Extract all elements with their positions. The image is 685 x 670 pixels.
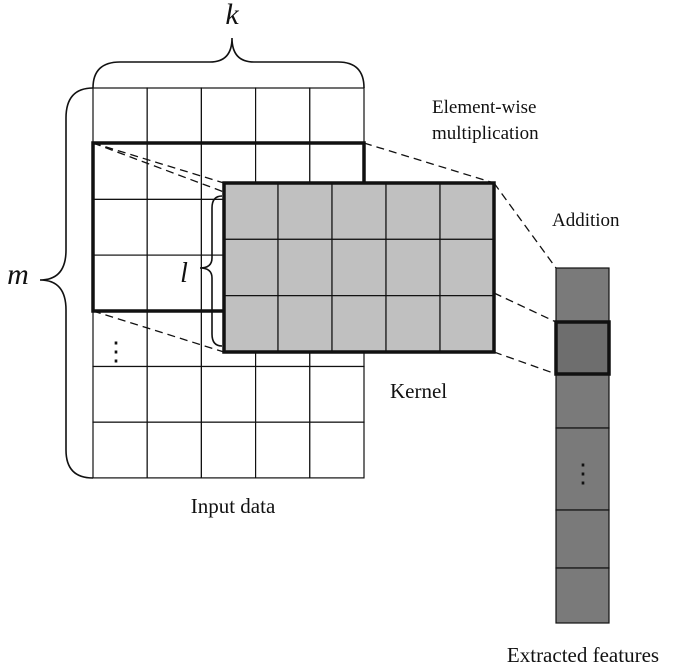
- kernel-cell: [331, 238, 387, 297]
- dashed-line-kernel-to-feature-top: [493, 292, 557, 323]
- input-cell: [146, 365, 202, 423]
- kernel-cell: [223, 182, 279, 240]
- input-cell: [146, 87, 202, 145]
- feature-cell: [555, 321, 610, 375]
- kernel-cell: [439, 238, 495, 297]
- feature-cell: [555, 509, 610, 569]
- input-cell: [146, 143, 202, 200]
- k-label: k: [225, 0, 239, 31]
- feature-cell: [555, 267, 610, 323]
- addition-label: Addition: [552, 210, 620, 231]
- input-cell: [146, 254, 202, 312]
- input-cell: [200, 87, 257, 145]
- input-cell: [255, 421, 311, 479]
- kernel-cell: [277, 182, 333, 240]
- k-brace: [92, 37, 365, 89]
- m-label: m: [7, 258, 29, 291]
- kernel-label: Kernel: [390, 379, 447, 403]
- kernel-cell: [331, 182, 387, 240]
- input-cell: [92, 254, 148, 312]
- input-cell: [309, 87, 365, 145]
- dashed-line-kernel-to-feature-bottom: [493, 351, 557, 375]
- input-cell: [255, 365, 311, 423]
- input-cell: [146, 198, 202, 256]
- input-cell: [146, 421, 202, 479]
- feature-cell: [555, 373, 610, 429]
- kernel-cell: [223, 238, 279, 297]
- kernel-cell: [277, 295, 333, 353]
- dashed-line-window-top: [92, 142, 225, 184]
- input-cell: [92, 87, 148, 145]
- dashed-line-window-corner: [363, 142, 495, 184]
- elementwise-label-line1: Element-wise: [432, 97, 536, 118]
- feature-cell: [555, 567, 610, 624]
- kernel-cell: [331, 295, 387, 353]
- input-cell: [309, 365, 365, 423]
- input-cell: [146, 310, 202, 368]
- feature-ellipsis: ⋮: [570, 459, 596, 488]
- kernel-cell: [223, 295, 279, 353]
- dashed-line-kernel-to-addition: [493, 182, 557, 269]
- l-label: l: [180, 258, 188, 289]
- kernel-cell: [439, 295, 495, 353]
- input-cell: [200, 365, 257, 423]
- kernel-cell: [277, 238, 333, 297]
- input-cell: [309, 421, 365, 479]
- extracted-features-column: [555, 267, 610, 624]
- extracted-features-label: Extracted features: [507, 643, 659, 667]
- input-cell: [92, 421, 148, 479]
- feature-highlight-border: [554, 320, 611, 376]
- kernel-cell: [385, 182, 441, 240]
- kernel-cell: [439, 182, 495, 240]
- input-cell: [92, 365, 148, 423]
- input-cell: [200, 421, 257, 479]
- feature-cell: [555, 427, 610, 511]
- input-ellipsis: ⋮: [103, 337, 129, 366]
- input-cell: [255, 87, 311, 145]
- kernel-border: [222, 181, 496, 354]
- input-cell: [92, 198, 148, 256]
- input-data-label: Input data: [191, 494, 276, 518]
- kernel-cell: [385, 238, 441, 297]
- kernel-grid: [223, 182, 495, 353]
- elementwise-label-line2: multiplication: [432, 123, 539, 144]
- m-brace: [39, 87, 94, 479]
- l-brace: [199, 195, 223, 347]
- input-cell: [92, 143, 148, 200]
- dashed-line-window-bottom: [92, 310, 225, 353]
- kernel-cell: [385, 295, 441, 353]
